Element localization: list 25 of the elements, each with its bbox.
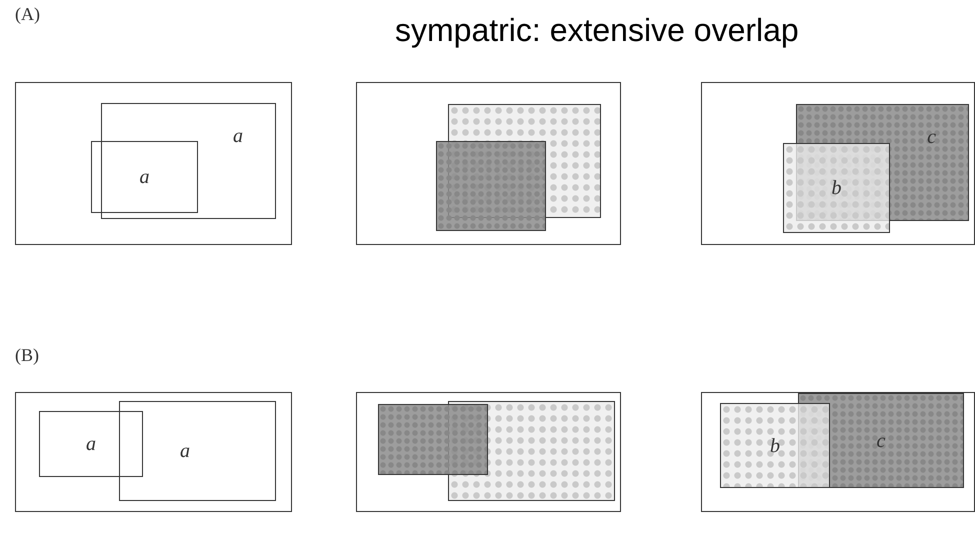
range-letter: a [180, 441, 190, 461]
range-letter: c [927, 127, 936, 147]
range-rectangle [91, 141, 198, 213]
panel-frame [15, 82, 292, 245]
panel-frame [15, 392, 292, 512]
panel-frame [701, 392, 975, 512]
range-rectangle [783, 143, 890, 233]
range-rectangle [101, 103, 276, 219]
range-letter: a [86, 434, 96, 454]
range-letter: b [832, 178, 842, 198]
panel-frame [356, 392, 621, 512]
range-letter: c [876, 430, 886, 450]
range-letter: b [770, 436, 780, 456]
range-letter: a [140, 167, 150, 187]
figure-title: sympatric: extensive overlap [395, 12, 799, 49]
range-rectangle [436, 141, 546, 231]
range-rectangle [39, 411, 143, 477]
panel-frame [701, 82, 975, 245]
range-letter: a [233, 126, 243, 146]
range-rectangle [720, 403, 830, 488]
range-rectangle [119, 401, 276, 501]
range-rectangle [378, 404, 488, 475]
panel-label: (A) [15, 4, 40, 25]
panel-label: (B) [15, 345, 39, 366]
panel-frame [356, 82, 621, 245]
